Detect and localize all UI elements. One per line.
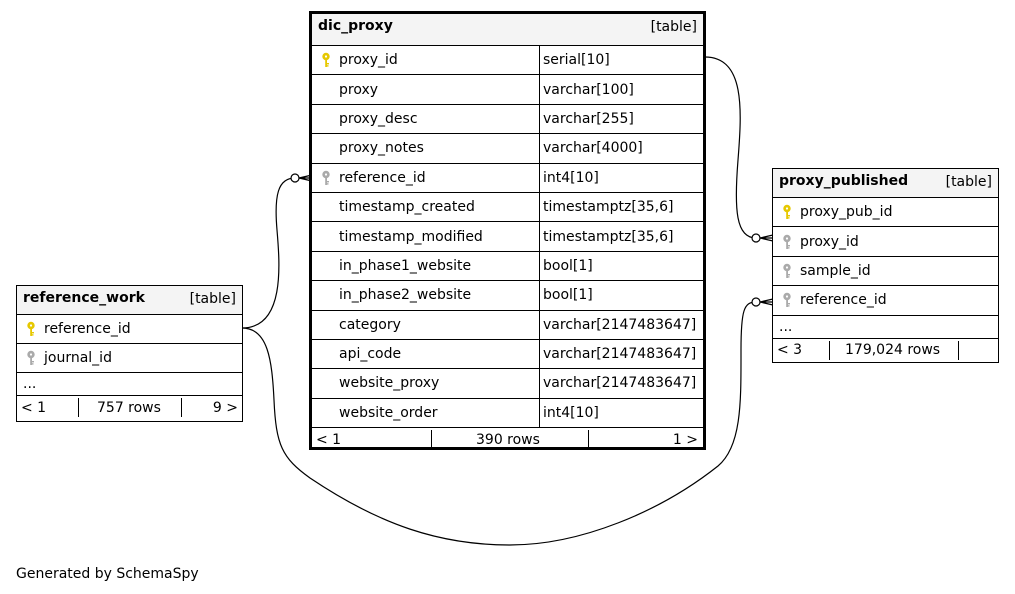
ellipsis: ... bbox=[23, 376, 37, 392]
prev-page-link[interactable]: < 1 bbox=[21, 399, 47, 416]
column-type: timestamptz[35,6] bbox=[543, 199, 674, 216]
column-type: int4[10] bbox=[543, 169, 599, 186]
column-name: timestamp_created bbox=[339, 199, 475, 216]
optional-end-marker bbox=[290, 173, 300, 183]
table-header: dic_proxy [table] bbox=[312, 14, 703, 46]
table-kind: [table] bbox=[945, 174, 992, 190]
next-page-link[interactable]: 1 > bbox=[672, 431, 698, 448]
column-type: varchar[100] bbox=[543, 81, 634, 98]
foreign-key-icon bbox=[782, 292, 792, 308]
column-name: reference_id bbox=[44, 321, 131, 337]
crow-foot-marker bbox=[759, 298, 774, 306]
column-row[interactable]: timestamp_modified timestamptz[35,6] bbox=[312, 222, 703, 252]
column-type: varchar[2147483647] bbox=[543, 346, 697, 363]
table-kind: [table] bbox=[189, 291, 236, 307]
prev-page-link[interactable]: < 1 bbox=[316, 431, 342, 448]
column-row[interactable]: category varchar[2147483647] bbox=[312, 310, 703, 340]
column-list: proxy_pub_id proxy_id sample_id reference_i… bbox=[773, 198, 998, 316]
column-row[interactable]: proxy varchar[100] bbox=[312, 75, 703, 105]
column-name: reference_id bbox=[800, 292, 887, 309]
foreign-key-icon bbox=[782, 234, 792, 250]
column-row[interactable]: api_code varchar[2147483647] bbox=[312, 339, 703, 370]
prev-page-link[interactable]: < 3 bbox=[777, 342, 803, 359]
relationship-dic-proxy-to-proxy-published[interactable] bbox=[704, 56, 757, 239]
more-columns: ... bbox=[773, 316, 998, 339]
foreign-key-icon bbox=[26, 350, 36, 366]
column-name: proxy_notes bbox=[339, 140, 424, 157]
column-name: category bbox=[339, 316, 401, 333]
primary-key-icon bbox=[321, 52, 331, 68]
ellipsis: ... bbox=[779, 318, 793, 335]
column-type: varchar[2147483647] bbox=[543, 375, 697, 392]
table-header: proxy_published [table] bbox=[773, 169, 998, 198]
column-row[interactable]: proxy_id serial[10] bbox=[312, 46, 703, 76]
column-row[interactable]: reference_id int4[10] bbox=[312, 163, 703, 193]
column-row[interactable]: proxy_id bbox=[773, 227, 998, 257]
table-footer: < 1 390 rows 1 > bbox=[312, 428, 703, 451]
column-name: website_order bbox=[339, 404, 438, 421]
column-name: website_proxy bbox=[339, 375, 440, 392]
column-row[interactable]: timestamp_created timestamptz[35,6] bbox=[312, 192, 703, 223]
column-row[interactable]: in_phase2_website bool[1] bbox=[312, 281, 703, 311]
column-type: int4[10] bbox=[543, 404, 599, 421]
column-row[interactable]: reference_id bbox=[17, 315, 242, 344]
column-name: sample_id bbox=[800, 262, 871, 279]
primary-key-icon bbox=[782, 204, 792, 220]
optional-end-marker bbox=[751, 297, 761, 307]
table-name[interactable]: reference_work bbox=[23, 290, 145, 306]
table-header: reference_work [table] bbox=[17, 286, 242, 315]
column-type: bool[1] bbox=[543, 257, 593, 274]
column-name: proxy_id bbox=[800, 233, 859, 250]
column-row[interactable]: sample_id bbox=[773, 257, 998, 287]
column-type: varchar[255] bbox=[543, 110, 634, 127]
column-name: timestamp_modified bbox=[339, 228, 483, 245]
column-list: reference_id journal_id bbox=[17, 315, 242, 373]
crow-foot-marker bbox=[759, 234, 774, 242]
column-row[interactable]: proxy_desc varchar[255] bbox=[312, 104, 703, 135]
generated-by-label: Generated by SchemaSpy bbox=[16, 566, 199, 582]
column-type: varchar[2147483647] bbox=[543, 316, 697, 333]
row-count: 390 rows bbox=[476, 431, 540, 448]
next-page-link[interactable]: 9 > bbox=[212, 399, 238, 416]
relationship-reference-work-to-dic-proxy[interactable] bbox=[241, 177, 296, 329]
column-name: proxy_id bbox=[339, 52, 398, 69]
column-row[interactable]: website_order int4[10] bbox=[312, 398, 703, 429]
more-columns: ... bbox=[17, 373, 242, 396]
row-count: 757 rows bbox=[97, 399, 161, 416]
foreign-key-icon bbox=[321, 170, 331, 186]
column-type: timestamptz[35,6] bbox=[543, 228, 674, 245]
column-row[interactable]: proxy_notes varchar[4000] bbox=[312, 134, 703, 164]
table-name[interactable]: dic_proxy bbox=[318, 18, 393, 34]
table-footer: < 3 179,024 rows bbox=[773, 339, 998, 362]
column-type: serial[10] bbox=[543, 52, 610, 69]
table-footer: < 1 757 rows 9 > bbox=[17, 396, 242, 419]
column-row[interactable]: reference_id bbox=[773, 286, 998, 316]
column-row[interactable]: website_proxy varchar[2147483647] bbox=[312, 369, 703, 399]
table-name[interactable]: proxy_published bbox=[779, 173, 909, 189]
row-count: 179,024 rows bbox=[845, 342, 941, 359]
relationship-reference-work-to-proxy-published[interactable] bbox=[241, 301, 757, 546]
column-row[interactable]: in_phase1_website bool[1] bbox=[312, 251, 703, 282]
column-name: proxy_pub_id bbox=[800, 204, 893, 221]
column-row[interactable]: proxy_pub_id bbox=[773, 198, 998, 228]
column-name: in_phase2_website bbox=[339, 287, 472, 304]
column-type: bool[1] bbox=[543, 287, 593, 304]
foreign-key-icon bbox=[782, 263, 792, 279]
primary-key-icon bbox=[26, 321, 36, 337]
column-name: journal_id bbox=[44, 350, 112, 366]
column-name: proxy_desc bbox=[339, 110, 418, 127]
column-row[interactable]: journal_id bbox=[17, 344, 242, 373]
column-type: varchar[4000] bbox=[543, 140, 643, 157]
table-kind: [table] bbox=[650, 19, 697, 35]
column-name: proxy bbox=[339, 81, 379, 98]
column-name: api_code bbox=[339, 346, 402, 363]
column-name: in_phase1_website bbox=[339, 257, 472, 274]
optional-end-marker bbox=[751, 233, 761, 243]
column-name: reference_id bbox=[339, 169, 426, 186]
